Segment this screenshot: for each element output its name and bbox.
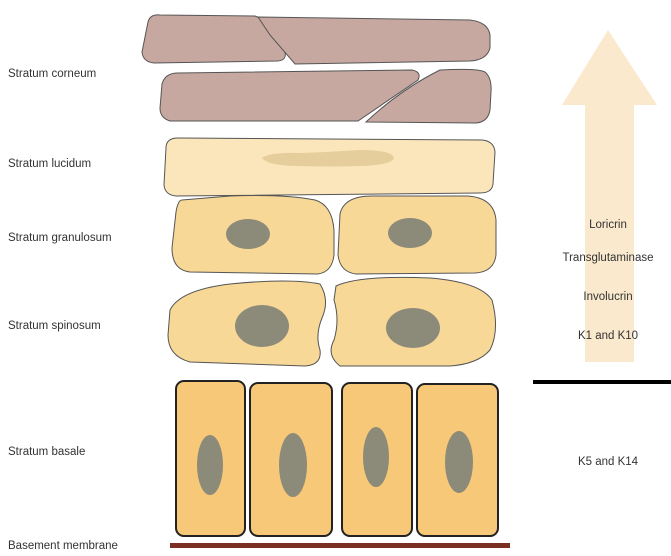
label-stratum-corneum: Stratum corneum xyxy=(8,68,96,80)
corneum-cell-2 xyxy=(258,17,490,64)
basement-membrane-line xyxy=(170,543,510,548)
label-stratum-granulosum: Stratum granulosum xyxy=(8,232,112,244)
granulosum-nucleus-right xyxy=(388,218,432,248)
spinosum-nucleus-right xyxy=(386,308,440,348)
basale-nucleus-3 xyxy=(363,427,389,487)
marker-k1-k10: K1 and K10 xyxy=(578,330,638,342)
label-stratum-spinosum: Stratum spinosum xyxy=(8,320,101,332)
spinosum-nucleus-left xyxy=(235,305,289,347)
lucidum-cell xyxy=(164,138,495,196)
marker-k5-k14: K5 and K14 xyxy=(578,456,638,468)
differentiation-arrow xyxy=(562,30,657,362)
marker-transglutaminase: Transglutaminase xyxy=(563,252,654,264)
basale-nucleus-1 xyxy=(197,435,223,495)
label-stratum-lucidum: Stratum lucidum xyxy=(8,158,91,170)
marker-loricrin: Loricrin xyxy=(589,219,627,231)
basale-nucleus-2 xyxy=(279,433,307,497)
basale-nucleus-4 xyxy=(445,431,473,493)
label-stratum-basale: Stratum basale xyxy=(8,446,85,458)
label-basement-membrane: Basement membrane xyxy=(8,540,118,552)
granulosum-nucleus-left xyxy=(226,219,270,249)
marker-divider xyxy=(533,380,671,384)
marker-involucrin: Involucrin xyxy=(583,291,632,303)
